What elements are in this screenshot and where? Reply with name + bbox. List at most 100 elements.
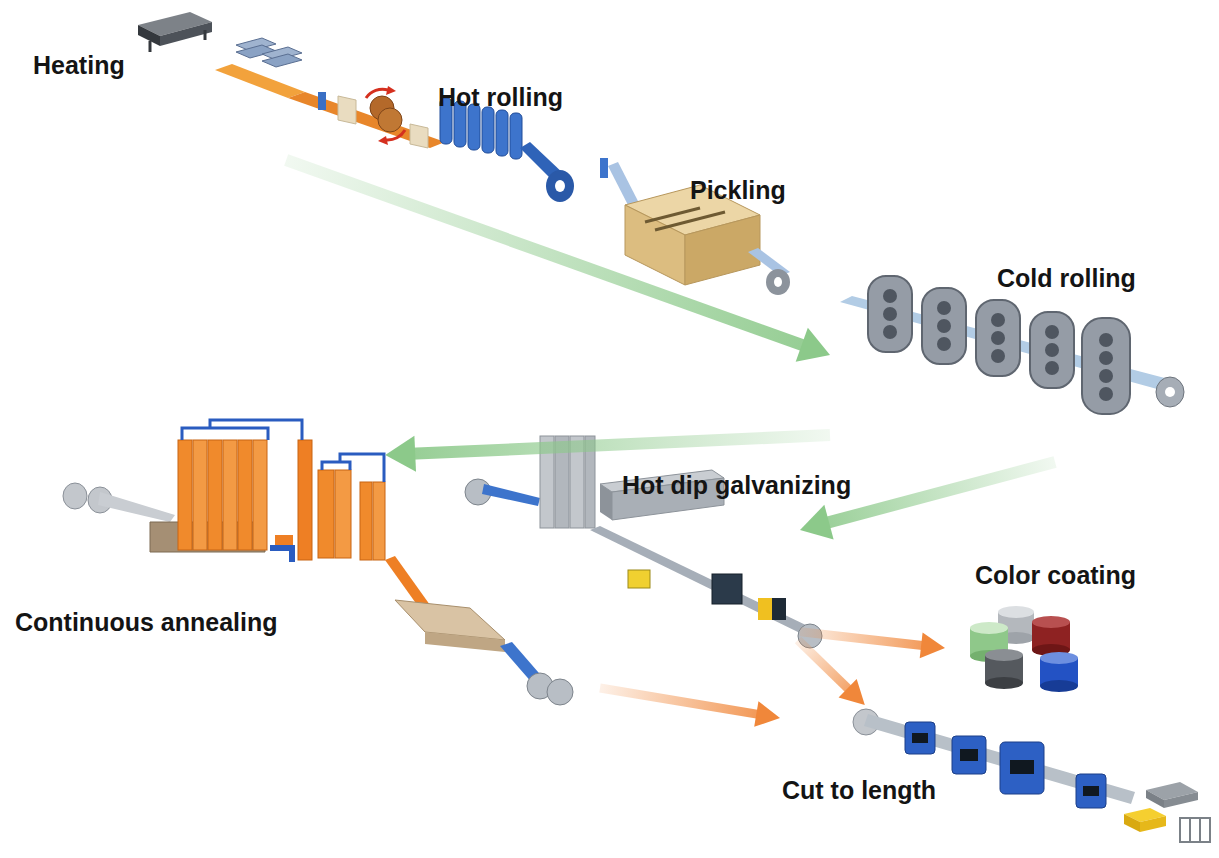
plate-stack bbox=[1164, 792, 1198, 808]
leveller bbox=[905, 722, 935, 754]
furnace-tower bbox=[373, 482, 385, 560]
edger bbox=[318, 92, 326, 110]
shear-opening bbox=[1010, 760, 1034, 774]
looper-tower bbox=[540, 436, 554, 528]
gas-pipe bbox=[340, 454, 384, 482]
gas-pipe bbox=[322, 462, 350, 470]
arrow-shaft bbox=[286, 160, 806, 346]
slab-stacks bbox=[236, 38, 302, 67]
shear bbox=[1000, 742, 1044, 794]
stage-label: Hot rolling bbox=[438, 82, 563, 112]
process-stage: Continuous annealing bbox=[10, 455, 600, 700]
leveller bbox=[952, 736, 986, 774]
flow-arrow bbox=[286, 160, 830, 362]
arrow-head bbox=[796, 328, 830, 362]
finishing-stand bbox=[482, 107, 494, 153]
arrow-shaft bbox=[600, 688, 760, 715]
looper-tower bbox=[585, 436, 595, 528]
coil-eye bbox=[555, 180, 565, 192]
pickling-line bbox=[600, 158, 790, 295]
zinc-pot bbox=[628, 570, 650, 588]
arrow-shaft bbox=[825, 462, 1055, 523]
heating-furnace bbox=[138, 12, 212, 52]
furnace-tower bbox=[298, 440, 312, 560]
looper-tower bbox=[555, 436, 569, 528]
color-coated-coils bbox=[970, 606, 1078, 692]
roll bbox=[1045, 361, 1059, 375]
shear-opening bbox=[1083, 786, 1099, 796]
packing-cage bbox=[1199, 818, 1201, 842]
stage-label: Cut to length bbox=[782, 775, 936, 805]
coil-eye bbox=[774, 277, 782, 287]
entry-strip bbox=[482, 484, 540, 506]
shear bbox=[1076, 774, 1106, 808]
roll bbox=[1099, 387, 1113, 401]
leveller-opening bbox=[960, 749, 978, 761]
rotation-arrow-head bbox=[386, 86, 396, 95]
looper-tower bbox=[570, 436, 584, 528]
entry-coil bbox=[63, 483, 87, 509]
roll bbox=[937, 319, 951, 333]
coil-top bbox=[998, 606, 1034, 618]
stage-label: Pickling bbox=[690, 175, 786, 205]
pickling-tank-front bbox=[625, 205, 685, 285]
hot-rolling-line bbox=[215, 64, 574, 202]
connecting-duct bbox=[275, 535, 293, 545]
annealed-coil bbox=[547, 679, 573, 705]
cold-rolling-mill bbox=[840, 276, 1184, 414]
hot-slab bbox=[215, 64, 305, 98]
furnace-leg bbox=[204, 30, 207, 40]
furnace-tower bbox=[223, 440, 237, 550]
arrow-head bbox=[920, 632, 945, 658]
furnace-tower bbox=[193, 440, 207, 550]
hot-strip bbox=[288, 92, 445, 148]
roll bbox=[991, 349, 1005, 363]
sheet-stack bbox=[1124, 814, 1140, 832]
roll bbox=[1099, 333, 1113, 347]
coil-top bbox=[970, 622, 1008, 634]
tank-rail bbox=[655, 212, 725, 230]
flow-arrow bbox=[385, 435, 830, 472]
hot-coil bbox=[546, 170, 574, 202]
roll bbox=[883, 325, 897, 339]
stage-label: Heating bbox=[33, 50, 125, 80]
flow-arrow bbox=[600, 688, 780, 727]
furnace-leg bbox=[149, 41, 152, 52]
cold-stand bbox=[922, 288, 966, 364]
coil-top bbox=[985, 649, 1023, 661]
stage-label: Hot dip galvanizing bbox=[622, 470, 851, 500]
roll bbox=[1045, 325, 1059, 339]
cold-coil bbox=[1156, 377, 1184, 407]
furnace-tower bbox=[360, 482, 372, 560]
pickled-coil bbox=[766, 269, 790, 295]
flow-arrow bbox=[798, 640, 865, 705]
gas-pipe bbox=[182, 428, 268, 440]
plate-stack bbox=[1146, 790, 1164, 808]
coil-eye bbox=[1165, 387, 1175, 397]
arrow-head bbox=[800, 505, 834, 540]
process-stage: Cut to length bbox=[780, 705, 1215, 840]
coil-top bbox=[1032, 616, 1070, 628]
continuous-annealing-line bbox=[63, 420, 573, 705]
coated-coil bbox=[798, 624, 822, 648]
arrow-head bbox=[754, 701, 780, 727]
rotation-arrow bbox=[366, 89, 388, 98]
roll bbox=[883, 289, 897, 303]
connecting-duct bbox=[270, 548, 292, 562]
slab bbox=[262, 54, 302, 67]
roll bbox=[937, 337, 951, 351]
stage-label: Continuous annealing bbox=[15, 607, 278, 637]
rotation-arrow-head bbox=[378, 136, 388, 145]
arrow-head bbox=[839, 679, 865, 705]
flow-arrow bbox=[800, 632, 945, 658]
crop-shear bbox=[410, 124, 428, 148]
cold-stand bbox=[976, 300, 1020, 376]
stage-label: Color coating bbox=[975, 560, 1136, 590]
roll bbox=[1045, 343, 1059, 357]
process-stage: Heating bbox=[25, 5, 215, 90]
furnace-end bbox=[600, 484, 612, 520]
roll bbox=[1099, 369, 1113, 383]
process-stage: Hot dip galvanizing bbox=[460, 435, 800, 640]
packing-cage bbox=[1189, 818, 1191, 842]
